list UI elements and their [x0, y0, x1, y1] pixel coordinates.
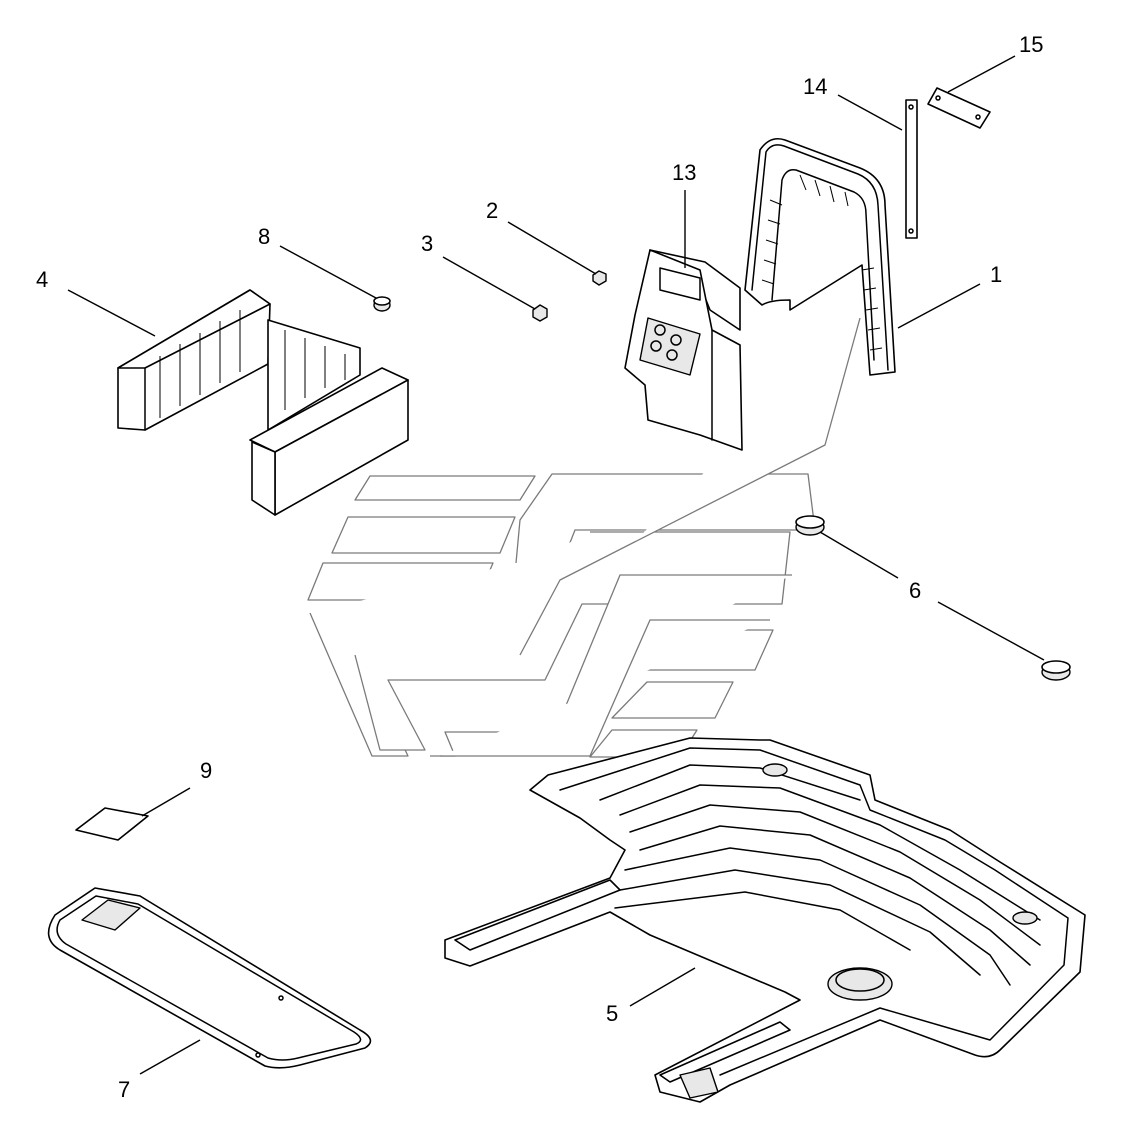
part-7-floor-panel: [47, 887, 372, 1069]
callout-14: 14: [803, 74, 827, 99]
callout-2: 2: [486, 198, 498, 223]
part-6-plug-upper: [795, 515, 825, 536]
part-6-plug-lower: [1041, 660, 1071, 681]
leader-6b: [937, 601, 1045, 661]
leader-14: [837, 94, 903, 131]
leader-3: [442, 256, 536, 310]
watermark-logo: [307, 317, 861, 758]
leader-6a: [819, 531, 899, 579]
leader-8: [279, 245, 377, 299]
callout-4: 4: [36, 267, 48, 292]
part-15-plate: [927, 87, 991, 129]
leader-5: [629, 967, 696, 1007]
callout-1: 1: [990, 262, 1002, 287]
part-4-box-bracket: [117, 289, 409, 516]
leader-lines: [67, 55, 1045, 1075]
leader-4: [67, 289, 156, 337]
callout-5: 5: [606, 1001, 618, 1026]
callout-15: 15: [1019, 32, 1043, 57]
callout-6: 6: [909, 578, 921, 603]
callout-3: 3: [421, 231, 433, 256]
part-2-nut: [592, 270, 607, 286]
leader-9: [141, 787, 191, 817]
callout-7: 7: [118, 1077, 130, 1102]
part-3-nut: [532, 304, 548, 322]
part-9-pad: [75, 807, 149, 841]
leader-2: [507, 221, 597, 275]
leader-15: [947, 55, 1016, 93]
callout-labels: 1 2 3 4 5 6 7 8 9 13 14 15: [36, 32, 1043, 1102]
callout-13: 13: [672, 160, 696, 185]
leader-1: [897, 283, 981, 329]
part-1-arch-seal: [744, 137, 896, 376]
part-14-strip: [905, 99, 918, 239]
callout-8: 8: [258, 224, 270, 249]
part-8-grommet: [373, 296, 391, 312]
callout-9: 9: [200, 758, 212, 783]
leader-7: [139, 1039, 201, 1075]
part-5-floor-mat: [444, 737, 1086, 1103]
part-13-console-housing: [624, 249, 743, 451]
